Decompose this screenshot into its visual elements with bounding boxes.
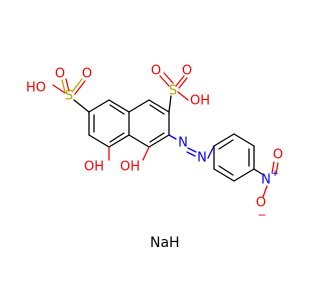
bond-c-s	[168, 95, 172, 113]
azo-linkage: N N	[168, 134, 215, 166]
bond-s-oh	[177, 91, 189, 101]
nitrogen-atom-label: N	[178, 136, 188, 151]
double-bond	[109, 104, 125, 115]
bond-c-n	[253, 168, 263, 175]
hydroxyl-label: OH	[190, 94, 210, 109]
sulfur-atom-label: S	[65, 89, 73, 104]
counterion-label: NaH	[150, 235, 180, 251]
bond	[148, 99, 170, 113]
nitro-group: N + O O −	[253, 148, 283, 222]
bond-n-c	[207, 145, 215, 159]
molecule-diagram: S O O HO S O O OH OH OH	[26, 64, 283, 252]
bond	[108, 99, 130, 113]
hydroxyl-label: OH	[84, 160, 104, 175]
oxygen-atom-label: O	[55, 67, 65, 82]
bond-s-o	[175, 75, 185, 87]
bond-s-o	[71, 78, 83, 93]
bond-s-oh	[52, 84, 66, 94]
bond-n-n	[187, 147, 197, 153]
structure-canvas: S O O HO S O O OH OH OH	[25, 63, 284, 252]
bond-s-o-double	[65, 78, 70, 92]
bond-n-o	[262, 185, 268, 198]
bond	[128, 134, 150, 148]
bond	[213, 133, 235, 147]
bond-c-n	[168, 134, 177, 140]
bond-s-o	[159, 75, 170, 87]
nitrogen-atom-label: N	[261, 173, 271, 188]
double-bond	[109, 132, 125, 143]
bond-c-oh	[142, 146, 150, 161]
bond	[148, 134, 170, 148]
bond	[88, 134, 110, 148]
sulfonate-left: S O O HO	[26, 67, 92, 113]
bond	[233, 133, 255, 147]
oxygen-atom-label: O	[151, 64, 161, 79]
double-bond	[218, 165, 234, 176]
bond	[213, 168, 235, 182]
bond-n-o-double	[271, 161, 275, 174]
sulfonate-right: S O O OH	[151, 64, 210, 113]
bond-s-o-double	[163, 72, 174, 84]
bond-s-o-double	[74, 80, 86, 95]
sulfur-atom-label: S	[169, 84, 177, 99]
hydroxyl-groups: OH OH	[84, 146, 150, 175]
double-bond	[218, 139, 234, 150]
double-bond	[149, 104, 165, 115]
bond-c-s	[73, 99, 90, 113]
hydroxyl-label: OH	[120, 160, 140, 175]
oxygen-atom-label: O	[256, 196, 266, 211]
positive-charge-label: +	[271, 169, 279, 179]
oxygen-atom-label: O	[82, 67, 92, 82]
bond	[233, 168, 255, 182]
bond	[128, 99, 150, 113]
oxygen-atom-label: O	[182, 64, 192, 79]
double-bond	[149, 132, 165, 143]
negative-charge-label: −	[257, 209, 266, 222]
bond	[88, 99, 110, 113]
hydroxyl-label: HO	[26, 81, 46, 96]
phenyl-ring	[213, 133, 255, 182]
oxygen-atom-label: O	[273, 148, 283, 163]
nitrogen-atom-label: N	[197, 151, 207, 166]
bond-n-n-double	[186, 151, 196, 157]
bond-s-o	[61, 79, 66, 93]
naphthalene-core	[88, 99, 170, 148]
bond-n-o-double	[275, 162, 279, 175]
bond-s-o-double	[178, 77, 188, 89]
bond	[108, 134, 130, 148]
